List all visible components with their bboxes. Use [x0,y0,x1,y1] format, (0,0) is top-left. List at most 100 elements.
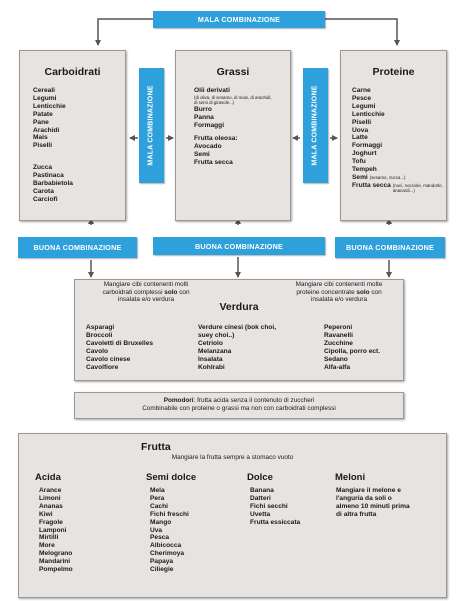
list-item: Cavolo [86,347,108,355]
verdura-col-3: Peperoni Ravanelli Zucchine Cipolla, por… [324,324,380,371]
carboidrati-list-2: Zucca Pastinaca Barbabietola Carota Carc… [33,164,73,204]
list-item: Frutta essiccata [250,518,301,526]
list-item: Barbabietola [33,179,73,187]
pomodori-box: Pomodori: frutta acida senza il contenut… [74,392,404,419]
verdura-note-right: Mangiare cibi contenenti molte proteine … [295,281,383,304]
list-item: Arachidi [33,126,60,134]
list-item: Papaya [150,558,174,566]
list-item: More [39,542,55,550]
list-item: almeno 10 minuti prima [336,502,410,510]
list-item: Peperoni [324,324,353,331]
carboidrati-list-1: Cereali Legumi Lenticchie Patate Pane Ar… [33,87,66,150]
list-item: Pesce [352,94,372,102]
list-item: Carne [352,87,371,94]
list-item: Arance [39,487,62,494]
list-item: Mela [150,487,165,494]
list-item: Burro [194,106,212,114]
list-item: Cereali [33,87,55,94]
list-item: Pera [150,494,165,502]
list-item: Ananas [39,502,63,510]
list-item: Carciofi [33,195,58,203]
semi-dolce-list: Mela Pera Cachi Fichi freschi Mango Uva … [150,487,189,574]
list-item: Zucca [33,164,53,171]
list-item: Melograno [39,550,73,558]
list-item: Ravanelli [324,331,353,339]
grassi-title: Grassi [216,66,250,78]
frutta-title: Frutta [141,441,171,453]
list-item: Pesca [150,534,170,542]
list-item: Cachi [150,502,168,510]
list-item: Uva [150,526,163,534]
list-item: Panna [194,114,214,122]
list-item: Pane [33,118,49,126]
grassi-olii-note: (di oliva, di sesamo, di mais, di arachi… [194,94,272,106]
acida-list: Arance Limoni Ananas Kiwi Fragole Lampon… [39,487,73,574]
grassi-frutta-oleosa: Frutta oleosa: [194,135,238,143]
list-item: Broccoli [86,331,113,339]
list-item: Mango [150,518,172,526]
list-item: Tofu [352,158,366,166]
list-item: Insalata [198,355,223,363]
meloni-title: Meloni [335,472,366,483]
list-item: Lamponi [39,526,67,534]
list-item: Fragole [39,518,63,526]
list-item: Limoni [39,494,61,502]
semi-dolce-title: Semi dolce [146,472,197,483]
mala-combinazione-right-label: MALA COMBINAZIONE [312,85,320,166]
list-item: Alfa-alfa [324,363,351,371]
mala-combinazione-left: MALA COMBINAZIONE [139,68,164,183]
list-item: Piselli [33,142,53,150]
list-item: Cherimoya [150,550,185,558]
list-item: Piselli [352,118,372,126]
list-item: di altra frutta [336,510,377,518]
grassi-box: Grassi Olii derivati (di oliva, di sesam… [175,50,291,221]
list-item: l'anguria da soli o [336,494,392,502]
list-item: Albicocca [150,542,182,550]
list-item: Tempeh [352,166,377,174]
list-item: Uova [352,126,369,134]
list-item: Uvetta [250,510,271,518]
list-item: Mangiare il melone e [336,487,401,494]
list-item: Sedano [324,355,348,363]
proteine-list: Carne Pesce Legumi Lenticchie Piselli Uo… [352,87,445,193]
list-item: Mirtilli [39,534,59,542]
frutta-box: Frutta Mangiare la frutta sempre a stoma… [18,433,447,598]
list-item: Fichi secchi [250,502,288,510]
pomodori-text: Pomodori: frutta acida senza il contenut… [142,397,336,412]
list-item: Asparagi [86,324,115,331]
list-item: Avocado [194,142,222,150]
list-item: Banana [250,487,274,494]
grassi-list: Olii derivati (di oliva, di sesamo, di m… [194,87,276,167]
list-item: Fichi freschi [150,510,189,518]
list-item: Joghurt [352,150,377,158]
list-item: Semi [194,150,210,158]
list-item: Cavoletti di Bruxelles [86,339,154,347]
list-item: Kiwi [39,510,53,518]
grassi-olii: Olii derivati [194,87,230,94]
list-item: Cavolfiore [86,363,119,371]
list-item: Ciliegie [150,566,174,574]
acida-title: Acida [35,472,61,483]
buona-combinazione-right: BUONA COMBINAZIONE [335,237,445,258]
verdura-col-2: Verdure cinesi (bok choi, suey choi..) C… [198,324,276,371]
frutta-subtitle: Mangiare la frutta sempre a stomaco vuot… [171,454,294,461]
proteine-title: Proteine [372,66,415,78]
list-item: Verdure cinesi (bok choi, [198,324,277,331]
list-item: Formaggi [194,122,225,130]
meloni-list: Mangiare il melone e l'anguria da soli o… [336,487,410,519]
list-item: Frutta secca [194,158,233,166]
list-item: Zucchine [324,339,353,347]
list-item: Formaggi [352,142,383,150]
list-item: Lenticchie [352,110,385,118]
carboidrati-box: Carboidrati Cereali Legumi Lenticchie Pa… [19,50,126,221]
list-item: Patate [33,110,53,118]
list-item: Latte [352,134,368,142]
proteine-semi: Semi (sesamo, zucca...) [352,173,406,181]
proteine-box: Proteine Carne Pesce Legumi Lenticchie P… [340,50,447,221]
dolce-title: Dolce [247,472,273,483]
list-item: Mandarini [39,558,71,566]
list-item: Mais [33,134,48,142]
list-item: Cipolla, porro ect. [324,347,381,355]
verdura-box: Mangiare cibi contenenti molti carboidra… [74,279,404,381]
